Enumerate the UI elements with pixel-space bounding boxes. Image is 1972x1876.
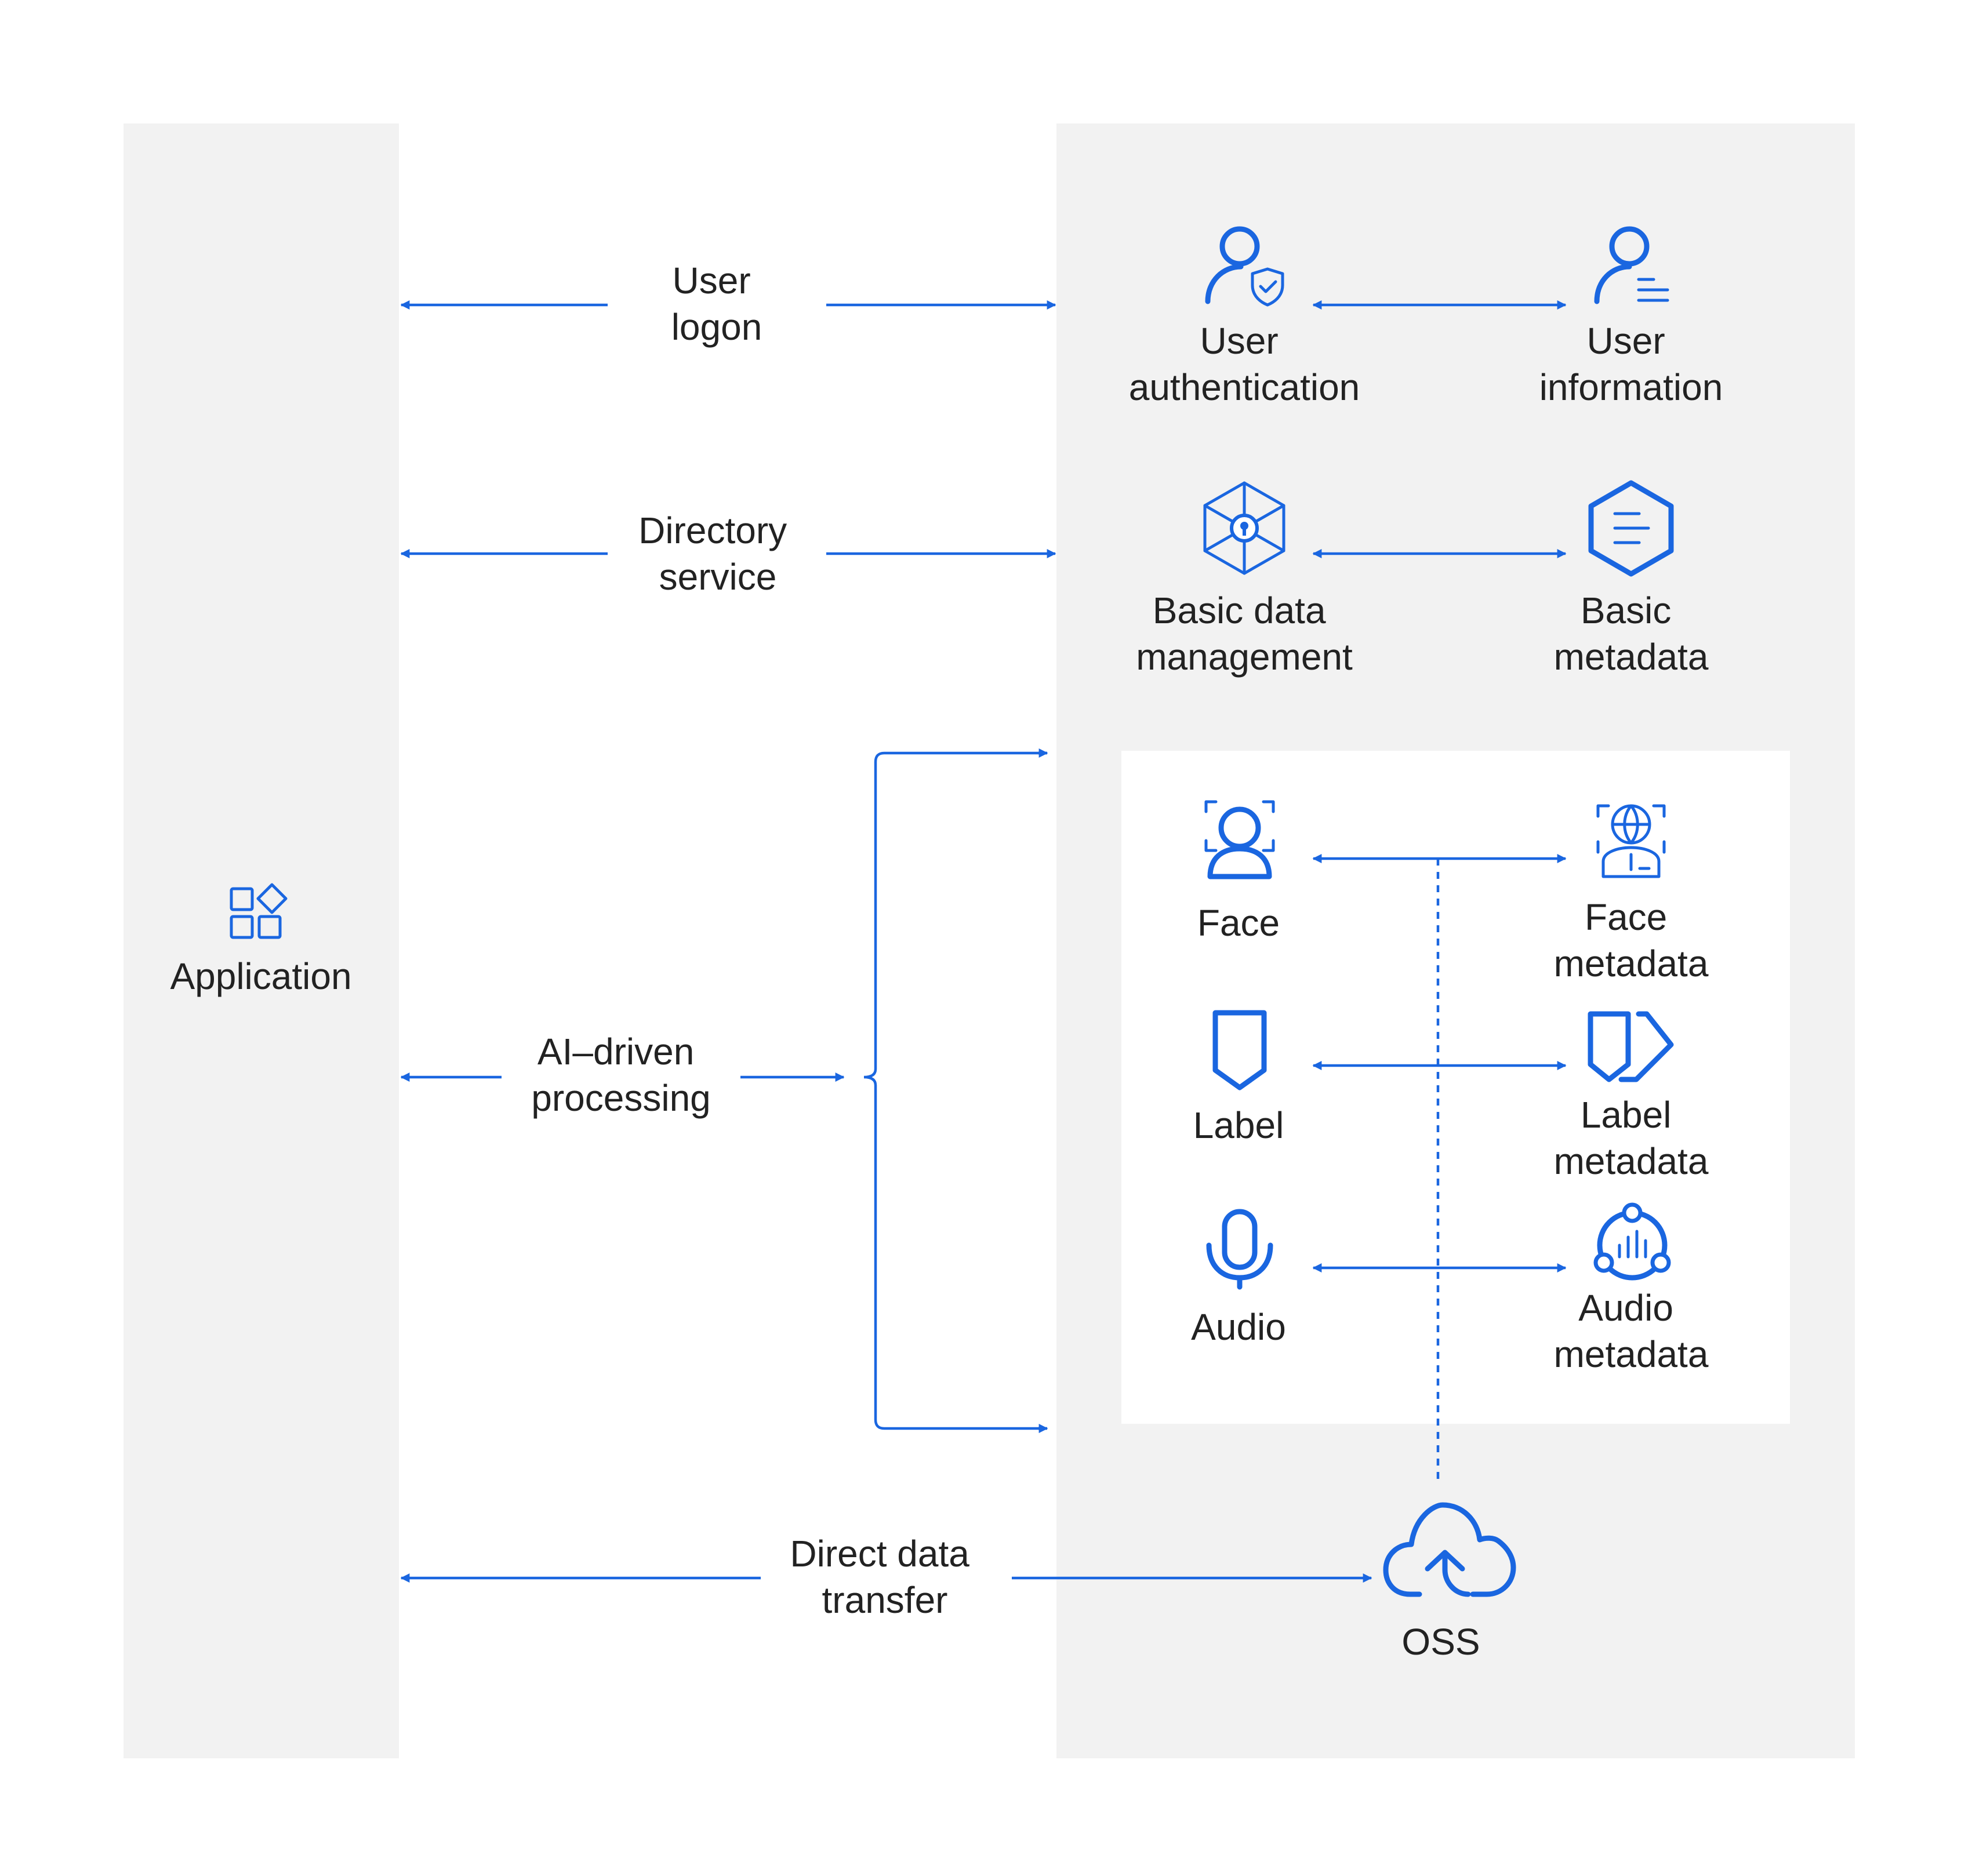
audio-label: Audio	[1191, 1306, 1286, 1348]
directory-service-label: Directory service	[638, 510, 797, 598]
ai-bracket	[863, 751, 1047, 1430]
face-metadata-label: Face metadata	[1554, 896, 1709, 984]
face-scan-icon	[1204, 800, 1275, 879]
audio-analysis-icon	[1593, 1202, 1671, 1281]
label-metadata-label: Label metadata	[1554, 1094, 1709, 1182]
ai-processing-label: AI–driven processing	[531, 1031, 711, 1119]
direct-transfer-label: Direct data transfer	[790, 1533, 979, 1621]
microphone-icon	[1206, 1209, 1273, 1290]
label-label: Label	[1193, 1104, 1284, 1146]
tags-icon	[1588, 1011, 1674, 1082]
oss-label: OSS	[1401, 1621, 1480, 1663]
user-shield-icon	[1205, 226, 1284, 307]
face-id-badge-icon	[1596, 804, 1666, 878]
cloud-upload-icon	[1383, 1502, 1516, 1597]
user-authentication-label: User authentication	[1129, 320, 1360, 408]
basic-metadata-label: Basic metadata	[1554, 590, 1709, 678]
tag-icon	[1212, 1010, 1267, 1090]
user-logon-label: User logon	[671, 260, 762, 348]
application-panel	[124, 123, 399, 1758]
face-label: Face	[1197, 902, 1280, 944]
hexagon-document-icon	[1588, 480, 1674, 577]
user-information-label: User information	[1539, 320, 1723, 408]
user-list-icon	[1594, 226, 1669, 304]
hexagon-lock-icon	[1203, 481, 1285, 575]
audio-metadata-label: Audio metadata	[1554, 1287, 1709, 1375]
application-label: Application	[170, 955, 351, 997]
apps-grid-icon	[230, 883, 288, 939]
basic-data-management-label: Basic data management	[1136, 590, 1353, 678]
